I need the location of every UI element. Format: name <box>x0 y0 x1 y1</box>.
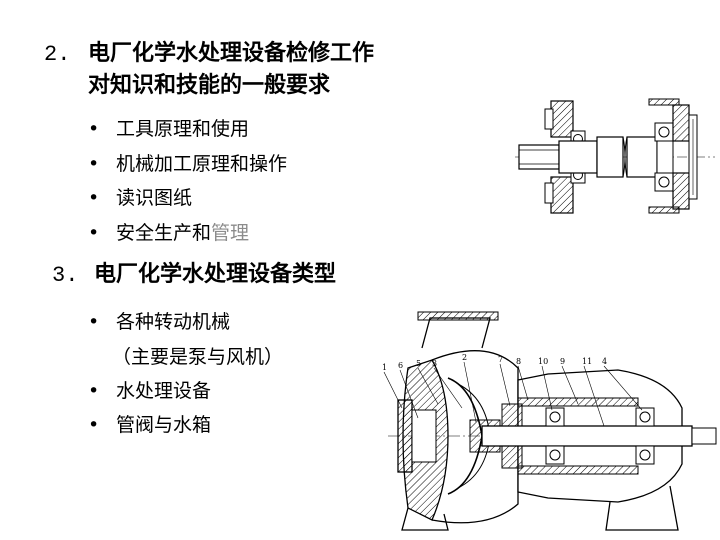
list-item: 机械加工原理和操作 <box>88 147 287 182</box>
part-number-label: 3 <box>432 359 437 368</box>
part-number-label: 5 <box>416 359 421 368</box>
list-item: 管阀与水箱 <box>88 408 283 443</box>
list-item: 读识图纸 <box>88 181 287 216</box>
list-item: 工具原理和使用 <box>88 112 287 147</box>
section-3-number: 3. <box>52 263 79 288</box>
section-2-title-line2: 对知识和技能的一般要求 <box>88 72 331 98</box>
part-number-label: 6 <box>398 361 403 370</box>
section-3-title: 电厂化学水处理设备类型 <box>94 261 337 287</box>
part-number-label: 11 <box>582 357 592 366</box>
list-item: 水处理设备 <box>88 374 283 409</box>
list-item: 安全生产和管理 <box>88 216 287 251</box>
part-number-label: 9 <box>560 357 565 366</box>
part-number-label: 1 <box>382 363 387 372</box>
section-2-number: 2. <box>44 42 71 67</box>
centrifugal-pump-drawing: 1 6 5 3 2 7 8 10 9 11 4 <box>382 311 717 531</box>
list-item-subtext: （主要是泵与风机） <box>112 345 284 368</box>
section-2-title-line1: 电厂化学水处理设备检修工作 <box>88 40 375 66</box>
highlight-text: 管理 <box>211 221 250 244</box>
list-item: 各种转动机械 （主要是泵与风机） <box>88 305 283 374</box>
section-2-heading: 2. 电厂化学水处理设备检修工作 对知识和技能的一般要求 <box>44 38 464 100</box>
part-number-label: 10 <box>538 357 548 366</box>
section-3-heading: 3. 电厂化学水处理设备类型 <box>52 259 336 291</box>
section-3-list: 各种转动机械 （主要是泵与风机） 水处理设备 管阀与水箱 <box>88 305 283 443</box>
part-number-label: 8 <box>516 357 521 366</box>
section-2-list: 工具原理和使用 机械加工原理和操作 读识图纸 安全生产和管理 <box>88 112 287 250</box>
part-number-label: 4 <box>602 357 607 366</box>
part-number-label: 2 <box>462 353 467 362</box>
bearing-assembly-drawing <box>515 98 715 214</box>
part-number-label: 7 <box>498 355 503 364</box>
